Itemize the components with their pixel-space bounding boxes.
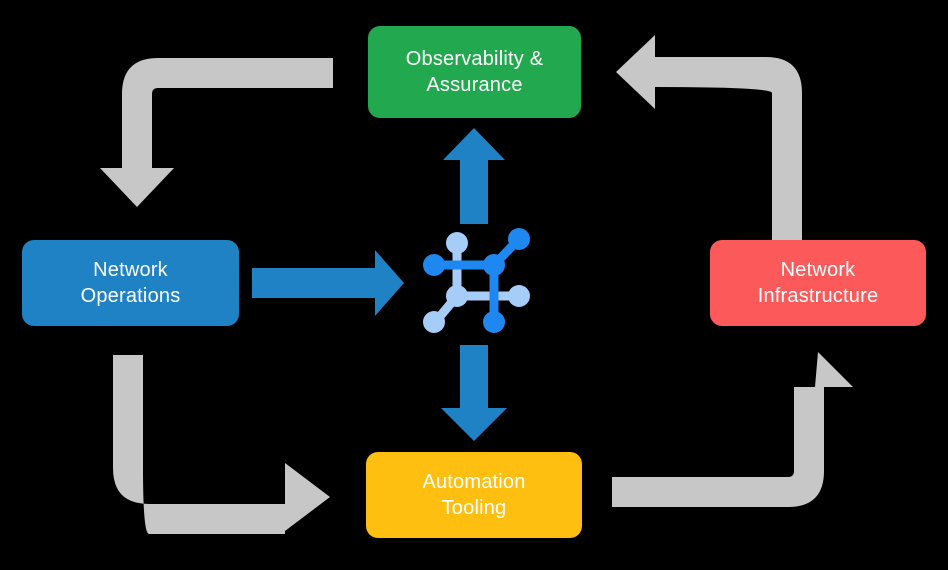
connector-infrastructure-to-observability — [616, 35, 802, 240]
node-label-observability: Observability & Assurance — [405, 47, 544, 96]
connector-center-to-automation — [441, 345, 507, 441]
network-topology-icon — [423, 228, 530, 333]
connector-center-to-observability — [443, 128, 505, 224]
node-network-infrastructure[interactable]: Network Infrastructure — [710, 240, 926, 326]
node-label-network-operations: Network Operations — [80, 258, 181, 307]
connector-automation-to-infrastructure — [612, 352, 853, 507]
node-automation-tooling[interactable]: Automation Tooling — [366, 452, 582, 538]
node-observability-and-assurance[interactable]: Observability & Assurance — [368, 26, 581, 118]
connector-observability-to-operations — [100, 58, 333, 207]
connector-operations-to-center — [252, 250, 404, 316]
node-network-operations[interactable]: Network Operations — [22, 240, 239, 326]
node-label-network-infrastructure: Network Infrastructure — [757, 258, 879, 307]
node-label-automation-tooling: Automation Tooling — [422, 470, 526, 519]
connector-operations-to-automation — [113, 355, 330, 534]
